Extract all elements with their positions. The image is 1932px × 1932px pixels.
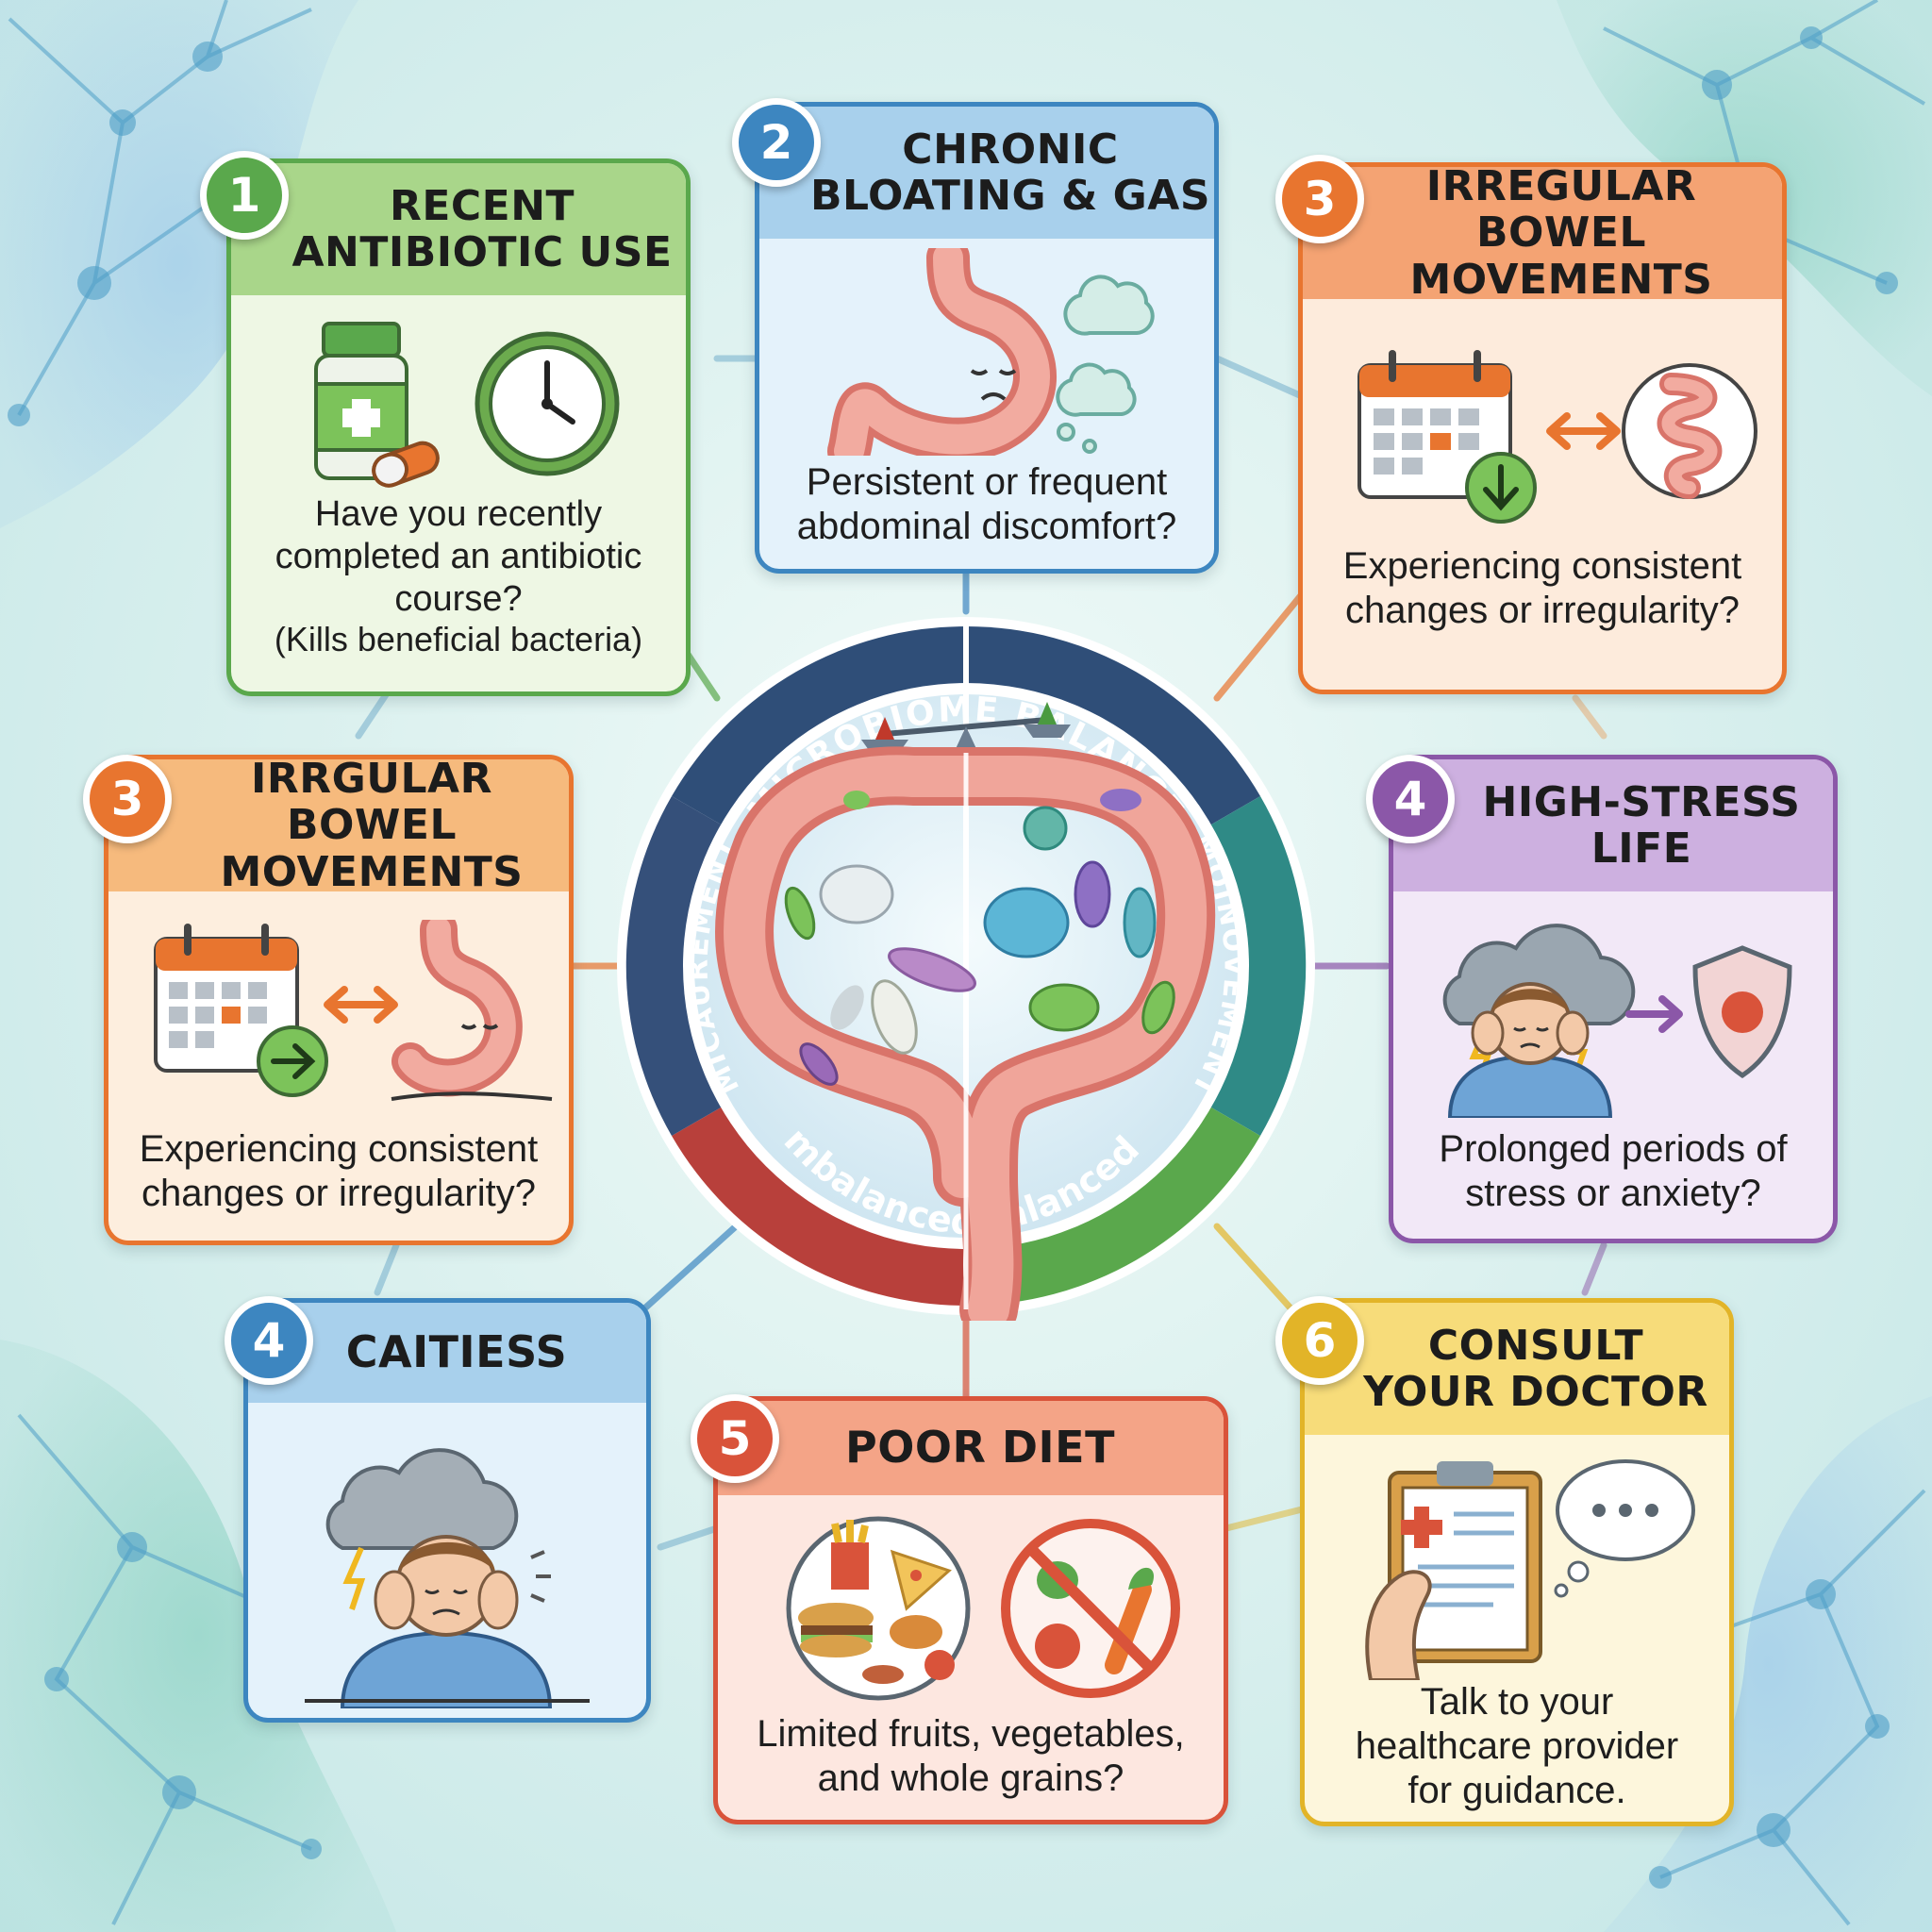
badge-1: 1 (200, 151, 289, 240)
calendar-icon (1357, 350, 1512, 499)
badge-4-left: 4 (225, 1296, 313, 1385)
badge-3-left: 3 (83, 755, 172, 843)
no-vegetables-icon (1001, 1519, 1180, 1698)
calendar-icon (154, 924, 299, 1073)
stomach-icon (391, 910, 553, 1101)
junk-food-plate-icon (786, 1516, 971, 1701)
stressed-person-icon (340, 1535, 553, 1710)
card-illustration (718, 1505, 1224, 1703)
badge-2: 2 (732, 98, 821, 187)
card-title: POOR DIET (718, 1401, 1224, 1495)
gas-cloud-icon (1056, 275, 1155, 454)
clock-icon (475, 331, 620, 476)
stomach-icon (827, 236, 1057, 473)
arrow-icon (1625, 995, 1683, 1033)
pill-bottle-icon (314, 322, 408, 480)
shield-icon (1692, 945, 1792, 1079)
card-illustration (108, 910, 569, 1118)
badge-6: 6 (1275, 1296, 1364, 1385)
right-arrow-icon (257, 1025, 328, 1097)
card-title: CAITIESS (248, 1303, 646, 1403)
clipboard-icon (1388, 1461, 1542, 1663)
card-illustration (759, 236, 1214, 473)
badge-3-right: 3 (1275, 155, 1364, 243)
card-illustration (1305, 1444, 1729, 1682)
double-arrow-icon (1546, 412, 1621, 450)
card-illustration (248, 1416, 646, 1710)
hand-icon (1365, 1570, 1432, 1682)
speech-bubble-icon (1554, 1459, 1695, 1598)
card-description: Limited fruits, vegetables,and whole gra… (757, 1713, 1185, 1800)
stressed-person-icon (1447, 982, 1613, 1120)
card-illustration (231, 305, 686, 512)
double-arrow-icon (324, 986, 398, 1024)
card-caitiess: CAITIESS (243, 1298, 651, 1723)
storm-cloud-icon (325, 1448, 519, 1610)
microbiome-balance-hub: MICROBIOME BALANCE MICAUREMENT MOINOVEME… (605, 578, 1321, 1339)
badge-4-right: 4 (1366, 755, 1455, 843)
badge-5: 5 (691, 1394, 779, 1483)
card-illustration (1393, 901, 1833, 1120)
capsule-icon (372, 441, 440, 488)
card-poor-diet: POOR DIET (713, 1396, 1228, 1824)
down-arrow-icon (1465, 452, 1537, 524)
bacteria-icons (784, 789, 1175, 1086)
intestine-icon (1622, 363, 1757, 499)
card-illustration (1303, 346, 1782, 535)
